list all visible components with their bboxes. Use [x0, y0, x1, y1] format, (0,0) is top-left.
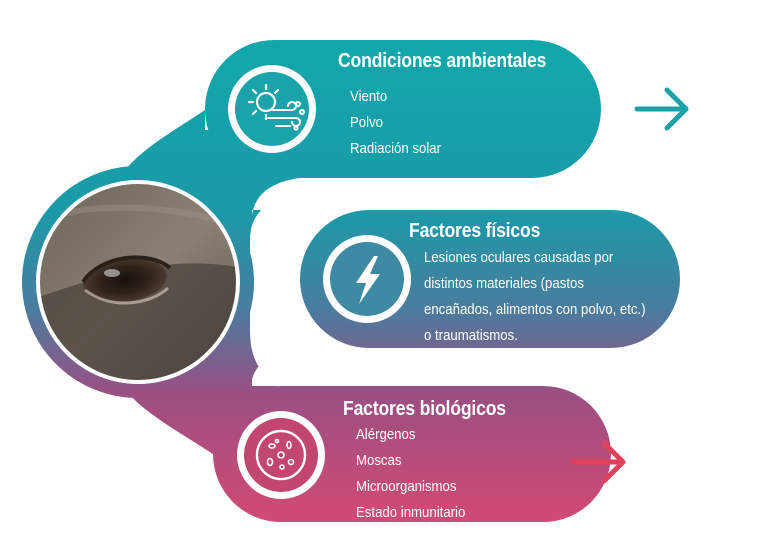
pill-fisicos	[300, 210, 680, 348]
item-viento: Viento	[350, 88, 388, 105]
item-fisicos-line2: distintos materiales (pastos	[424, 275, 584, 292]
item-fisicos-line4: o traumatismos.	[424, 327, 518, 344]
pill-biologicos	[213, 386, 611, 522]
section-title-fisicos: Factores físicos	[409, 220, 541, 242]
item-fisicos-line1: Lesiones oculares causadas por	[424, 249, 614, 266]
item-microorganismos: Microorganismos	[356, 478, 457, 495]
section-title-condiciones: Condiciones ambientales	[338, 50, 547, 72]
sun-wind-icon	[228, 65, 316, 153]
pill-condiciones	[205, 40, 601, 178]
item-polvo: Polvo	[350, 114, 384, 131]
item-radiacion: Radiación solar	[350, 140, 441, 157]
arrow-right-icon-bottom	[570, 440, 626, 484]
item-moscas: Moscas	[356, 452, 402, 469]
microorganisms-icon	[237, 411, 325, 499]
arrow-right-icon-top	[634, 87, 689, 131]
item-estado-inmunitario: Estado inmunitario	[356, 504, 466, 521]
item-fisicos-line3: encañados, alimentos con polvo, etc.)	[424, 301, 646, 318]
section-title-biologicos: Factores biológicos	[343, 398, 506, 420]
item-alergenos: Alérgenos	[356, 426, 416, 443]
lightning-icon	[323, 235, 411, 323]
